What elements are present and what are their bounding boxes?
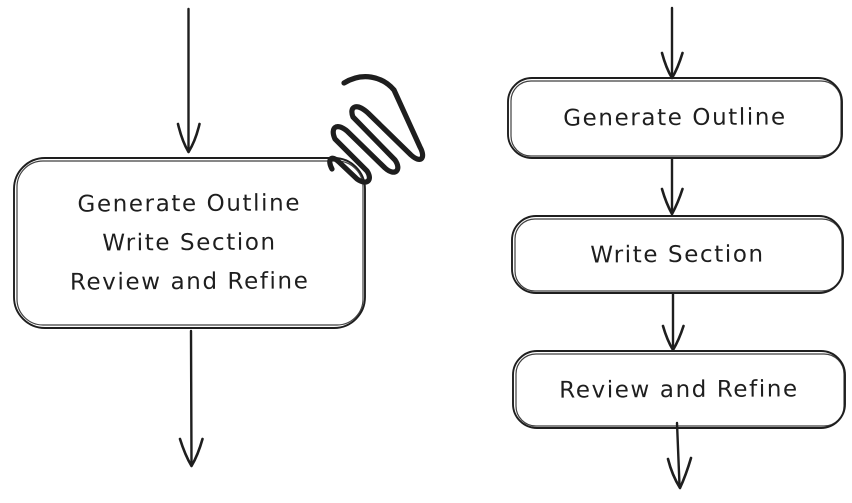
combined-step-line-3: Review and Refine [69, 267, 310, 296]
step-label-write-section: Write Section [590, 241, 765, 268]
step-box-review-refine: Review and Refine [513, 350, 845, 429]
right-inflow-arrow [660, 6, 684, 80]
combined-step-line-1: Generate Outline [77, 189, 302, 218]
left-inflow-arrow [176, 7, 201, 154]
step-label-generate-outline: Generate Outline [563, 104, 787, 132]
combined-step-line-2: Write Section [102, 229, 277, 256]
step-box-write-section: Write Section [512, 215, 843, 294]
combined-steps-box [13, 157, 366, 329]
step-box-write-section-outline [511, 215, 844, 294]
right-outflow-arrow [666, 421, 693, 490]
step-box-generate-outline-outline [507, 77, 843, 159]
left-outflow-arrow [178, 329, 204, 468]
scratch-scribble-icon [327, 74, 426, 185]
right-arrow-2-3 [661, 292, 685, 352]
step-label-review-refine: Review and Refine [559, 375, 799, 404]
step-box-review-refine-outline [512, 350, 846, 429]
step-box-generate-outline: Generate Outline [508, 77, 842, 159]
right-arrow-1-2 [660, 157, 684, 216]
combined-steps-box-label: Generate Outline Write Section Review an… [14, 157, 366, 329]
